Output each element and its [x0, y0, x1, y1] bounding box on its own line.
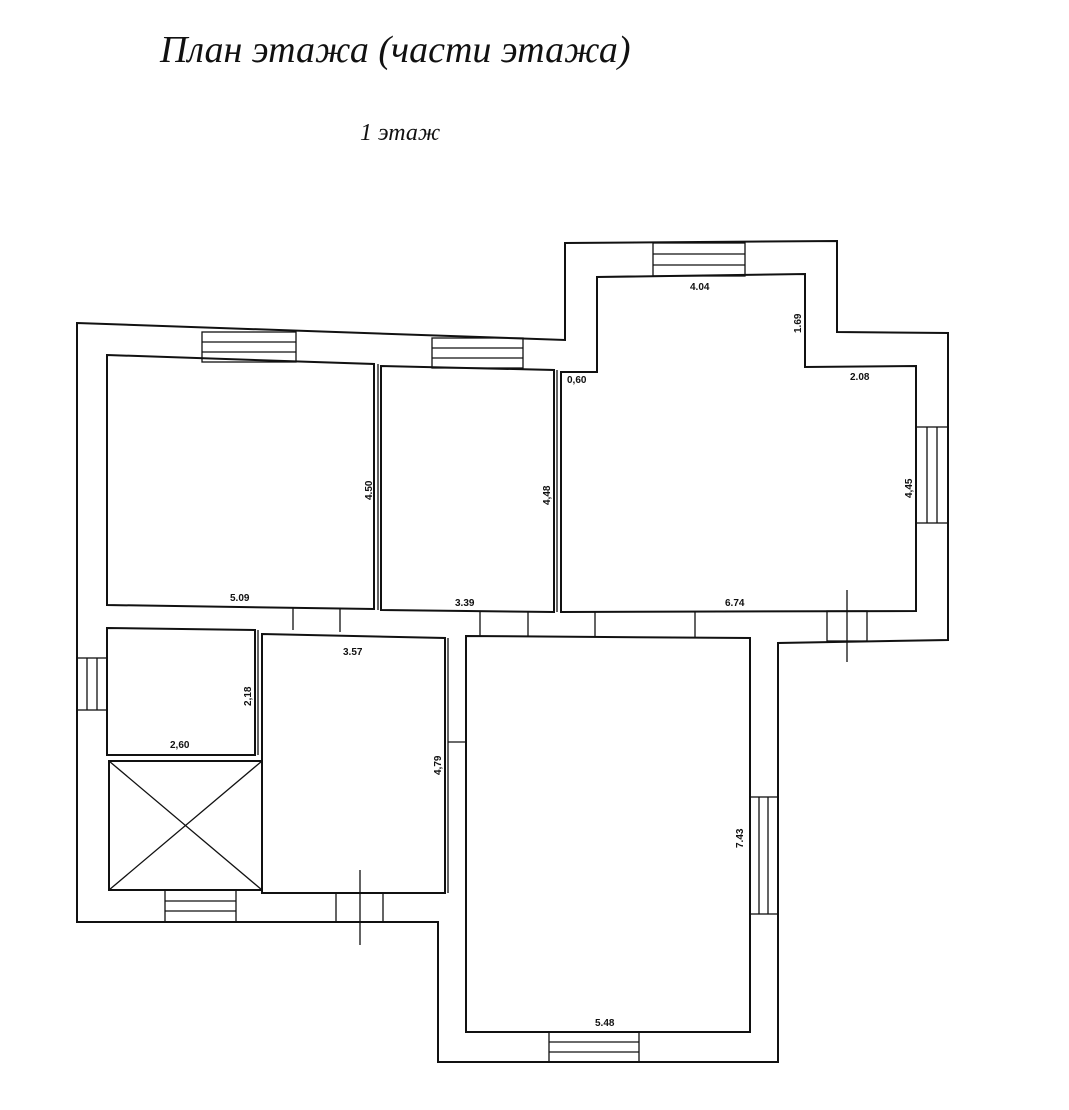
dim-room4-width: 2,60 — [170, 740, 190, 751]
dim-room5-height: 4,79 — [433, 755, 444, 775]
window — [749, 796, 779, 915]
window — [915, 426, 949, 524]
outer-wall — [76, 239, 949, 1063]
room-1 — [106, 353, 375, 611]
window — [164, 889, 237, 923]
dim-room1-width: 5.09 — [230, 593, 250, 604]
dim-room6-width: 5.48 — [595, 1018, 615, 1029]
dim-bay-depth: 1.69 — [793, 313, 804, 333]
window — [548, 1031, 640, 1063]
room-4 — [106, 626, 256, 756]
dim-bay-width: 4.04 — [690, 282, 710, 293]
dim-room4-height: 2,18 — [243, 686, 254, 706]
room-6 — [465, 634, 751, 1033]
dim-bay-offset: 2.08 — [850, 372, 870, 383]
dim-partition: 0,60 — [567, 375, 587, 386]
window — [431, 337, 524, 369]
room-2 — [380, 364, 555, 614]
dim-room2-height: 4,48 — [542, 485, 553, 505]
room-3 — [560, 272, 917, 614]
dim-room2-width: 3.39 — [455, 598, 475, 609]
dim-room3-width: 6.74 — [725, 598, 745, 609]
window — [201, 331, 297, 363]
plan-title: План этажа (части этажа) — [160, 29, 631, 71]
dim-room3-height: 4,45 — [904, 478, 915, 498]
dim-room1-height: 4.50 — [364, 480, 375, 500]
stair-cross — [108, 760, 263, 891]
dim-room6-height: 7.43 — [735, 828, 746, 848]
room-5 — [261, 632, 446, 894]
dim-room5-width: 3.57 — [343, 647, 363, 658]
window — [652, 242, 746, 277]
floor-label: 1 этаж — [360, 120, 441, 146]
window — [76, 657, 108, 711]
